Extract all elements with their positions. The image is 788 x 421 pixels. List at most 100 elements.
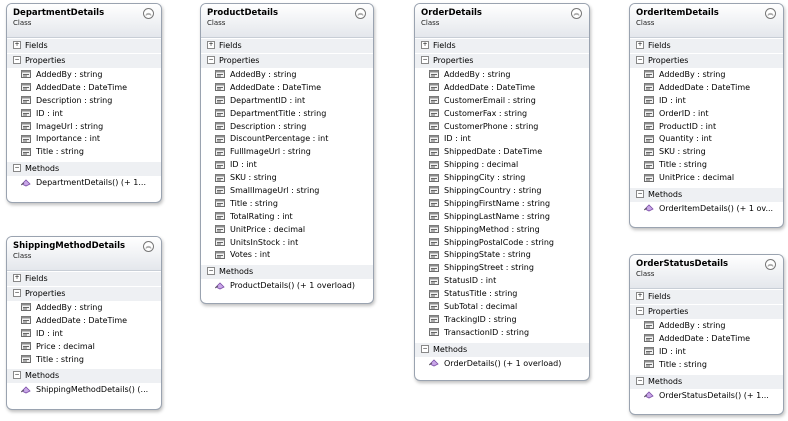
property-item[interactable]: Title : string: [201, 198, 373, 211]
method-item[interactable]: OrderStatusDetails() (+ 1...: [630, 390, 783, 403]
section-fields[interactable]: +Fields: [630, 289, 783, 304]
property-item[interactable]: AddedDate : DateTime: [415, 82, 589, 95]
section-properties[interactable]: −Properties: [7, 286, 161, 301]
property-item[interactable]: ShippingPostalCode : string: [415, 237, 589, 250]
section-properties[interactable]: −Properties: [415, 53, 589, 68]
method-item[interactable]: OrderItemDetails() (+ 1 ov...: [630, 203, 783, 216]
property-item[interactable]: Price : decimal: [7, 341, 161, 354]
expand-section-icon[interactable]: +: [421, 41, 429, 49]
property-item[interactable]: TransactionID : string: [415, 327, 589, 340]
property-item[interactable]: CustomerPhone : string: [415, 121, 589, 134]
collapse-section-icon[interactable]: −: [13, 371, 21, 380]
section-properties[interactable]: −Properties: [630, 304, 783, 319]
property-item[interactable]: UnitPrice : decimal: [630, 172, 783, 185]
property-item[interactable]: Shipping : decimal: [415, 159, 589, 172]
property-item[interactable]: ID : int: [7, 108, 161, 121]
collapse-section-icon[interactable]: −: [421, 56, 429, 64]
property-item[interactable]: CustomerEmail : string: [415, 95, 589, 108]
property-item[interactable]: Title : string: [7, 354, 161, 367]
section-fields[interactable]: +Fields: [201, 38, 373, 53]
property-item[interactable]: UnitsInStock : int: [201, 237, 373, 250]
property-item[interactable]: OrderID : int: [630, 108, 783, 121]
section-methods[interactable]: −Methods: [630, 373, 783, 389]
property-item[interactable]: ProductID : int: [630, 121, 783, 134]
property-item[interactable]: FullImageUrl : string: [201, 146, 373, 159]
property-item[interactable]: ImageUrl : string: [7, 121, 161, 134]
method-item[interactable]: ShippingMethodDetails() (...: [7, 384, 161, 397]
property-item[interactable]: SmallImageUrl : string: [201, 185, 373, 198]
collapse-section-icon[interactable]: −: [636, 190, 644, 199]
property-item[interactable]: AddedBy : string: [415, 69, 589, 82]
property-item[interactable]: ShippingCountry : string: [415, 185, 589, 198]
expand-section-icon[interactable]: +: [13, 41, 21, 49]
property-item[interactable]: AddedBy : string: [201, 69, 373, 82]
expand-section-icon[interactable]: +: [13, 274, 21, 282]
property-item[interactable]: Quantity : int: [630, 133, 783, 146]
section-properties[interactable]: −Properties: [630, 53, 783, 68]
collapse-section-icon[interactable]: −: [636, 376, 644, 385]
collapse-section-icon[interactable]: −: [207, 56, 215, 64]
property-item[interactable]: AddedBy : string: [630, 69, 783, 82]
collapse-chevron-icon[interactable]: ︽: [571, 8, 582, 19]
section-methods[interactable]: −Methods: [7, 161, 161, 177]
property-item[interactable]: ID : int: [630, 95, 783, 108]
property-item[interactable]: StatusID : int: [415, 275, 589, 288]
expand-section-icon[interactable]: +: [207, 41, 215, 49]
property-item[interactable]: ShippingFirstName : string: [415, 198, 589, 211]
property-item[interactable]: Title : string: [630, 159, 783, 172]
section-methods[interactable]: −Methods: [630, 187, 783, 203]
property-item[interactable]: SKU : string: [201, 172, 373, 185]
collapse-section-icon[interactable]: −: [13, 56, 21, 64]
property-item[interactable]: AddedBy : string: [7, 302, 161, 315]
property-item[interactable]: UnitPrice : decimal: [201, 224, 373, 237]
section-fields[interactable]: +Fields: [630, 38, 783, 53]
collapse-chevron-icon[interactable]: ︽: [355, 8, 366, 19]
section-methods[interactable]: −Methods: [415, 341, 589, 357]
collapse-section-icon[interactable]: −: [207, 267, 215, 276]
section-fields[interactable]: +Fields: [7, 271, 161, 286]
property-item[interactable]: SKU : string: [630, 146, 783, 159]
section-properties[interactable]: −Properties: [7, 53, 161, 68]
property-item[interactable]: ID : int: [415, 133, 589, 146]
collapse-section-icon[interactable]: −: [13, 164, 21, 173]
property-item[interactable]: TotalRating : int: [201, 211, 373, 224]
property-item[interactable]: AddedDate : DateTime: [7, 82, 161, 95]
collapse-section-icon[interactable]: −: [13, 289, 21, 297]
property-item[interactable]: DepartmentID : int: [201, 95, 373, 108]
property-item[interactable]: Description : string: [7, 95, 161, 108]
property-item[interactable]: AddedBy : string: [630, 320, 783, 333]
expand-section-icon[interactable]: +: [636, 41, 644, 49]
section-fields[interactable]: +Fields: [7, 38, 161, 53]
property-item[interactable]: DepartmentTitle : string: [201, 108, 373, 121]
section-methods[interactable]: −Methods: [201, 264, 373, 280]
collapse-chevron-icon[interactable]: ︽: [765, 259, 776, 270]
property-item[interactable]: TrackingID : string: [415, 314, 589, 327]
property-item[interactable]: ShippingLastName : string: [415, 211, 589, 224]
property-item[interactable]: Votes : int: [201, 249, 373, 262]
property-item[interactable]: Title : string: [630, 359, 783, 372]
property-item[interactable]: AddedDate : DateTime: [630, 333, 783, 346]
property-item[interactable]: AddedDate : DateTime: [630, 82, 783, 95]
collapse-section-icon[interactable]: −: [421, 344, 429, 353]
expand-section-icon[interactable]: +: [636, 292, 644, 300]
property-item[interactable]: StatusTitle : string: [415, 288, 589, 301]
property-item[interactable]: ShippingState : string: [415, 249, 589, 262]
property-item[interactable]: Description : string: [201, 121, 373, 134]
section-fields[interactable]: +Fields: [415, 38, 589, 53]
property-item[interactable]: DiscountPercentage : int: [201, 133, 373, 146]
property-item[interactable]: Importance : int: [7, 133, 161, 146]
collapse-chevron-icon[interactable]: ︽: [765, 8, 776, 19]
collapse-chevron-icon[interactable]: ︽: [143, 241, 154, 252]
property-item[interactable]: Title : string: [7, 146, 161, 159]
property-item[interactable]: ID : int: [201, 159, 373, 172]
